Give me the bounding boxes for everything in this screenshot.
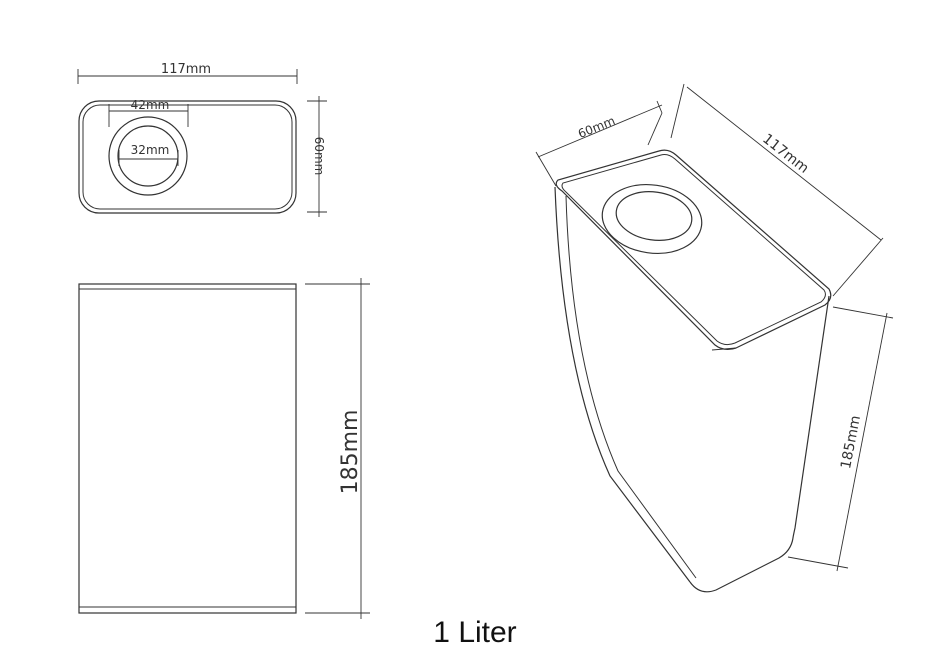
top-view-inner-outline (82, 104, 293, 210)
inner-ring-label: 32mm (131, 143, 170, 157)
top-width-label: 117mm (161, 62, 211, 77)
front-height-label: 185mm (338, 410, 363, 495)
outer-ring-dimension: 42mm (108, 98, 189, 127)
iso-height-dimension: 185mm (787, 306, 894, 572)
iso-width-dimension: 117mm (670, 83, 884, 297)
iso-top-face (555, 149, 832, 351)
iso-depth-label: 60mm (576, 114, 617, 141)
top-depth-dimension: 60mm (307, 96, 327, 217)
spout-outer-ring (108, 116, 188, 196)
iso-left-edge-inner (565, 195, 697, 579)
iso-bottom-corner (689, 537, 794, 593)
inner-ring-dimension: 32mm (118, 143, 179, 166)
iso-view: 60mm 117mm 185mm (535, 83, 894, 593)
front-view-body (78, 283, 297, 614)
iso-left-edge (554, 186, 691, 583)
iso-front-edge (711, 347, 737, 351)
iso-depth-dimension: 60mm (535, 100, 663, 187)
front-view: 185mm (78, 278, 370, 619)
top-depth-label: 60mm (312, 137, 326, 176)
top-view: 117mm 42mm 32mm 60mm (77, 62, 327, 217)
iso-spout-inner (615, 191, 693, 241)
top-width-dimension: 117mm (77, 62, 298, 84)
caption: 1 Liter (433, 616, 517, 649)
iso-height-label: 185mm (838, 414, 864, 470)
iso-width-label: 117mm (759, 131, 811, 177)
outer-ring-label: 42mm (131, 98, 170, 112)
iso-right-edge (792, 295, 830, 539)
top-view-outline (78, 100, 297, 214)
iso-spout-outer (601, 184, 703, 254)
front-height-dimension: 185mm (305, 278, 370, 619)
iso-top-face-inner (561, 154, 826, 346)
